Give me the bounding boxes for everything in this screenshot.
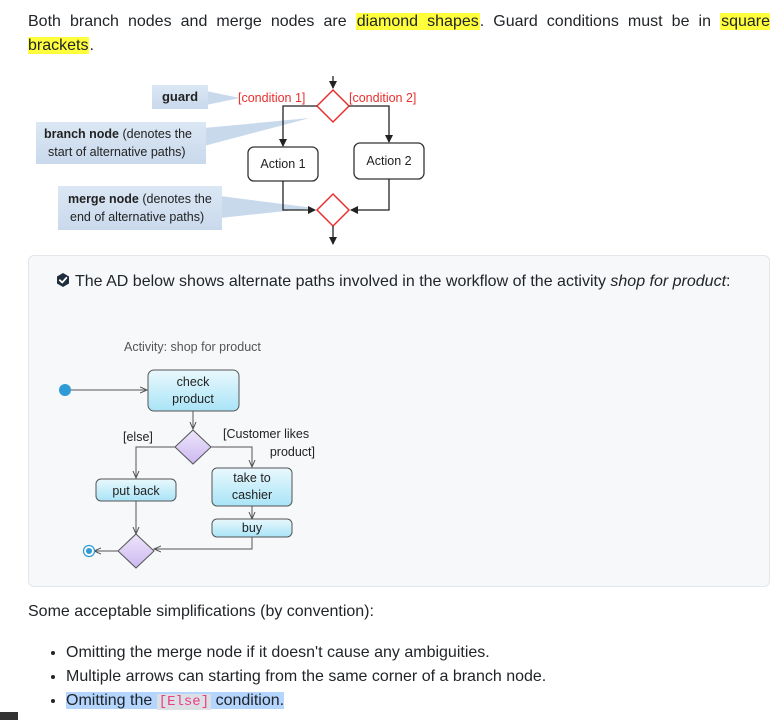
- intro-paragraph: Both branch nodes and merge nodes are di…: [28, 10, 770, 58]
- intro-text-middle: . Guard conditions must be in: [479, 13, 721, 30]
- edge-tab[interactable]: [0, 712, 18, 720]
- likes-guard-line2: product]: [270, 445, 315, 459]
- condition-1-label: [condition 1]: [238, 91, 305, 105]
- guard-label: guard: [162, 89, 198, 104]
- else-guard: [else]: [123, 430, 153, 444]
- else-path: [136, 446, 175, 478]
- merge-node-diamond: [315, 192, 351, 228]
- branch-label-line2: start of alternative paths): [48, 145, 186, 159]
- intro-text: Both branch nodes and merge nodes are: [28, 13, 356, 30]
- likes-path: [211, 446, 252, 467]
- merge-label-line1: merge node (denotes the: [68, 192, 212, 206]
- example-description: The AD below shows alternate paths invol…: [55, 270, 743, 294]
- branch-diamond: [174, 429, 212, 465]
- take-to-line2: cashier: [232, 488, 272, 502]
- merge-callout-pointer: [220, 196, 314, 218]
- highlight-diamond-shapes: diamond shapes: [355, 13, 480, 30]
- path-from-action-1: [282, 181, 316, 214]
- action-2-label: Action 2: [366, 154, 411, 168]
- list-item: Omitting the [Else] condition.: [66, 689, 546, 714]
- simplifications-list: Omitting the merge node if it doesn't ca…: [40, 641, 546, 714]
- branch-callout: [36, 122, 206, 164]
- example-box: The AD below shows alternate paths invol…: [28, 255, 770, 587]
- branch-merge-diagram: guard branch node (denotes the start of …: [36, 76, 425, 245]
- example-text: The AD below shows alternate paths invol…: [75, 273, 611, 290]
- activity-name: shop for product: [610, 273, 727, 290]
- branch-callout-pointer: [204, 118, 310, 146]
- initial-node: [59, 384, 71, 396]
- path-to-action-1: [279, 105, 317, 147]
- selected-text: Omitting the [Else] condition.: [66, 692, 285, 710]
- item3-text-end: condition.: [211, 692, 285, 709]
- else-code: [Else]: [156, 694, 212, 710]
- buy-to-merge: [154, 537, 253, 549]
- item3-text: Omitting the: [66, 692, 157, 709]
- simplifications-heading: Some acceptable simplifications (by conv…: [28, 603, 374, 620]
- list-item: Omitting the merge node if it doesn't ca…: [66, 641, 546, 665]
- check-product-line2: product: [172, 392, 214, 406]
- take-to-line1: take to: [233, 471, 271, 485]
- buy-label: buy: [242, 521, 263, 535]
- merge-label-line2: end of alternative paths): [70, 210, 204, 224]
- action-1-label: Action 1: [260, 157, 305, 171]
- guard-callout: [152, 85, 208, 109]
- check-product-line1: check: [177, 375, 210, 389]
- list-item: Multiple arrows can starting from the sa…: [66, 665, 546, 689]
- activity-title: Activity: shop for product: [124, 341, 261, 354]
- guard-callout-pointer: [206, 91, 240, 105]
- path-to-action-2: [349, 105, 393, 143]
- final-node-inner: [86, 548, 92, 554]
- shop-for-product-diagram: Activity: shop for product check product…: [59, 341, 315, 569]
- check-shield-icon: [57, 273, 69, 287]
- branch-label-line1: branch node (denotes the: [44, 127, 192, 141]
- example-text-end: :: [726, 273, 731, 290]
- merge-diamond: [117, 533, 155, 569]
- merge-callout: [58, 186, 222, 230]
- likes-guard-line1: [Customer likes: [223, 427, 309, 441]
- branch-node-diamond: [315, 88, 351, 124]
- condition-2-label: [condition 2]: [349, 91, 416, 105]
- intro-text-end: .: [89, 37, 94, 54]
- put-back-label: put back: [112, 484, 160, 498]
- path-from-action-2: [350, 179, 390, 214]
